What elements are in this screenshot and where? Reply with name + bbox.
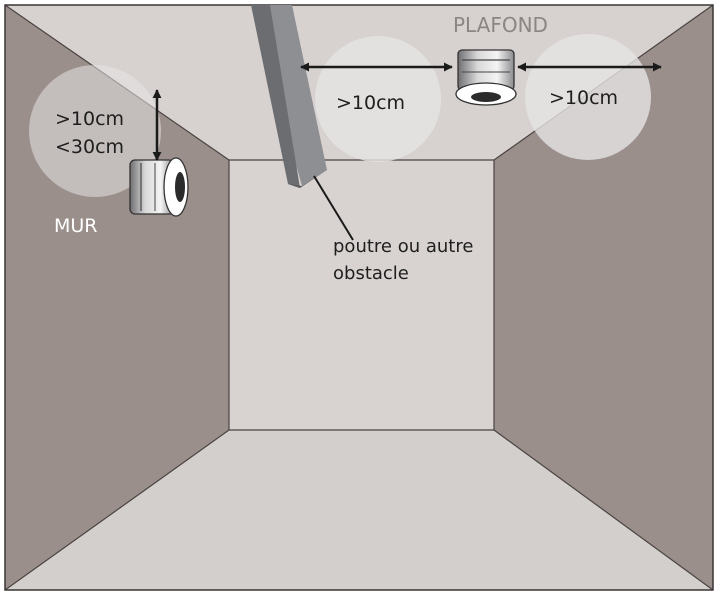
ceiling-right-distance-label: >10cm — [549, 87, 618, 109]
beam-obstacle — [251, 5, 327, 188]
smoke-detector-wall-icon — [129, 157, 189, 217]
beam-label-line2: obstacle — [333, 263, 409, 284]
wall-label: MUR — [54, 215, 98, 237]
right-wall — [494, 5, 713, 590]
beam-label-line1: poutre ou autre — [333, 236, 473, 257]
wall-clearance-zone — [29, 65, 161, 197]
back-wall — [229, 160, 494, 430]
wall-min-distance-label: >10cm — [55, 108, 124, 130]
wall-max-distance-label: <30cm — [55, 136, 124, 158]
ceiling-label: PLAFOND — [453, 13, 548, 37]
ceiling-left-distance-label: >10cm — [336, 92, 405, 114]
floor-surface — [5, 430, 713, 590]
beam-leader-line — [313, 175, 354, 241]
smoke-detector-ceiling-icon — [455, 49, 517, 106]
room-edges — [4, 4, 714, 591]
frame-border — [4, 4, 714, 591]
